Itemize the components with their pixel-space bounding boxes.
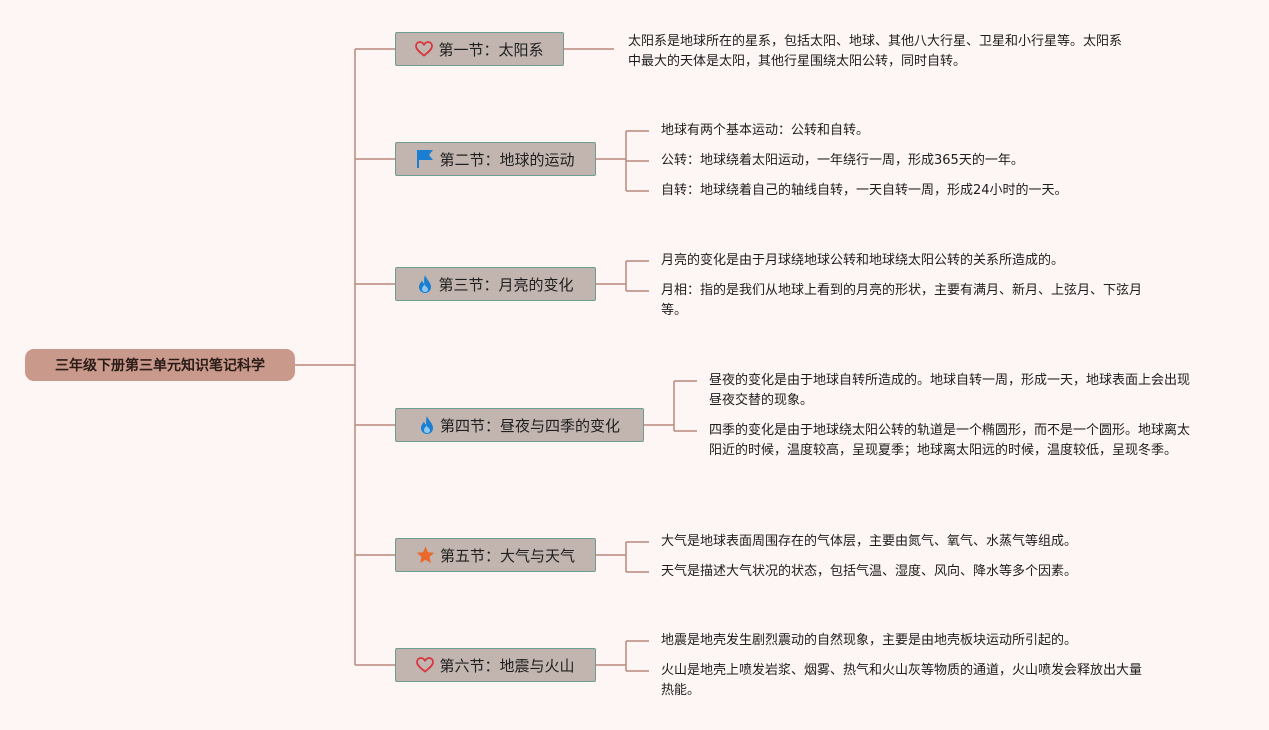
note-atmosphere[interactable]: 大气是地球表面周围存在的气体层，主要由氮气、氧气、水蒸气等组成。 xyxy=(661,534,1078,549)
topic-label: 第三节：月亮的变化 xyxy=(438,275,574,294)
topic-atmosphere-weather[interactable]: 第五节：大气与天气 xyxy=(395,538,596,572)
note-rotation[interactable]: 自转：地球绕着自己的轴线自转，一天自转一周，形成24小时的一天。 xyxy=(661,183,1068,198)
note-volcano[interactable]: 火山是地壳上喷发岩浆、烟雾、热气和火山灰等物质的通道，火山喷发会释放出大量热能。 xyxy=(661,663,1143,698)
note-earthquake[interactable]: 地震是地壳发生剧烈震动的自然现象，主要是由地壳板块运动所引起的。 xyxy=(661,633,1078,648)
topic-label: 第六节：地震与火山 xyxy=(439,656,575,675)
note-earth-two-motions[interactable]: 地球有两个基本运动：公转和自转。 xyxy=(661,123,870,138)
heart-outline-icon xyxy=(415,41,434,57)
topic-label: 第四节：昼夜与四季的变化 xyxy=(439,416,620,435)
topic-label: 第一节：太阳系 xyxy=(438,40,544,59)
note-weather[interactable]: 天气是描述大气状况的状态，包括气温、湿度、风向、降水等多个因素。 xyxy=(661,564,1078,579)
blue-fire-icon xyxy=(417,274,433,294)
topic-earthquake-volcano[interactable]: 第六节：地震与火山 xyxy=(395,648,596,682)
note-solar-system[interactable]: 太阳系是地球所在的星系，包括太阳、地球、其他八大行星、卫星和小行星等。太阳系中最… xyxy=(628,34,1123,69)
note-seasons[interactable]: 四季的变化是由于地球绕太阳公转的轨道是一个椭圆形，而不是一个圆形。地球离太阳近的… xyxy=(709,423,1191,458)
topic-day-night-seasons[interactable]: 第四节：昼夜与四季的变化 xyxy=(395,408,644,442)
note-revolution[interactable]: 公转：地球绕着太阳运动，一年绕行一周，形成365天的一年。 xyxy=(661,153,1024,168)
note-day-night[interactable]: 昼夜的变化是由于地球自转所造成的。地球自转一周，形成一天，地球表面上会出现昼夜交… xyxy=(709,373,1191,408)
orange-star-icon xyxy=(416,546,435,564)
topic-label: 第二节：地球的运动 xyxy=(439,150,575,169)
note-moon-changes[interactable]: 月亮的变化是由于月球绕地球公转和地球绕太阳公转的关系所造成的。 xyxy=(661,253,1065,268)
root-topic[interactable]: 三年级下册第三单元知识笔记科学 xyxy=(25,349,295,381)
topic-label: 第五节：大气与天气 xyxy=(439,546,575,565)
topic-solar-system[interactable]: 第一节：太阳系 xyxy=(395,32,564,66)
blue-fire-icon xyxy=(419,415,435,435)
topic-moon-changes[interactable]: 第三节：月亮的变化 xyxy=(395,267,596,301)
note-moon-phases[interactable]: 月相：指的是我们从地球上看到的月亮的形状，主要有满月、新月、上弦月、下弦月等。 xyxy=(661,283,1143,318)
blue-flag-icon xyxy=(416,149,434,169)
heart-outline-icon xyxy=(416,657,435,673)
topic-earth-motion[interactable]: 第二节：地球的运动 xyxy=(395,142,596,176)
